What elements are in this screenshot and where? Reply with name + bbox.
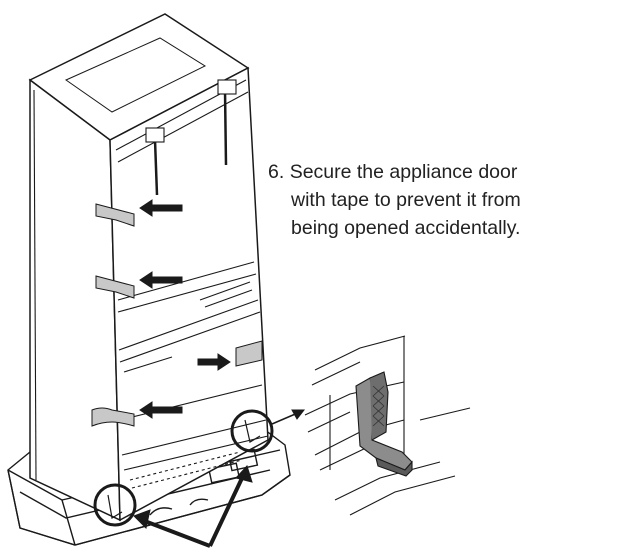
tape-strip [95,203,135,227]
step-number: 6. [268,161,285,183]
arrow-right [197,353,231,371]
instruction-line-2: with tape to prevent it from [291,189,521,211]
instruction-line-3: being opened accidentally. [291,217,521,239]
tape-strip [95,275,135,299]
detail-view [304,335,471,516]
tape-strip [235,340,263,367]
instruction-line-1: 6. Secure the appliance door [268,158,628,186]
pointer-arrows [133,199,306,548]
front-details [33,79,269,489]
callout-circle [93,483,137,527]
callout-circle [230,409,274,453]
arrow-left [139,199,183,217]
callout-circles [93,409,274,527]
arrow-left [139,401,183,419]
instruction-text: 6. Secure the appliance door with tape t… [268,158,628,242]
callout-bracket-hint [107,419,261,519]
tape-strip [91,407,135,427]
tape-strips [91,203,263,427]
arrow-left [139,271,183,289]
instruction-line-1-text: Secure the appliance door [289,161,518,183]
